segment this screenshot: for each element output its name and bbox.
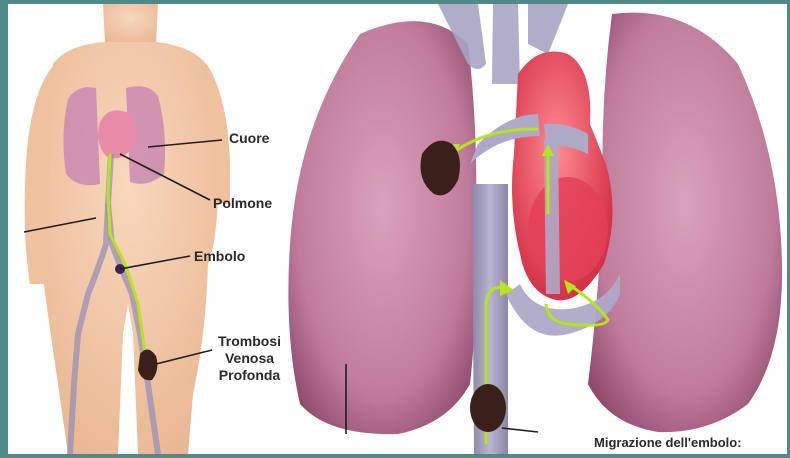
trachea-vessel (492, 4, 520, 84)
label-embolo: Embolo (194, 248, 245, 265)
lungs-heart-view (288, 4, 782, 454)
label-cuore: Cuore (229, 130, 269, 147)
vena-cava-clot (470, 384, 506, 432)
label-polmone: Polmone (213, 195, 272, 212)
lung-left (288, 21, 476, 434)
lung-right (588, 13, 782, 433)
body-figure (25, 4, 230, 454)
label-tvp-line3: Profonda (218, 367, 281, 384)
label-tvp-line2: Venosa (218, 350, 281, 367)
label-migrazione: Migrazione dell'embolo: (594, 434, 742, 451)
label-tvp-line1: Trombosi (218, 333, 281, 350)
diagram-frame: Cuore Polmone Embolo Trombosi Venosa Pro… (8, 4, 787, 454)
embolism-illustration (8, 4, 787, 454)
body-thrombus (138, 349, 157, 380)
label-migrazione-cut: ... ... ... ... ... (608, 450, 677, 454)
body-lung-left (63, 87, 100, 185)
label-trombosi-venosa-profonda: Trombosi Venosa Profonda (218, 333, 281, 384)
